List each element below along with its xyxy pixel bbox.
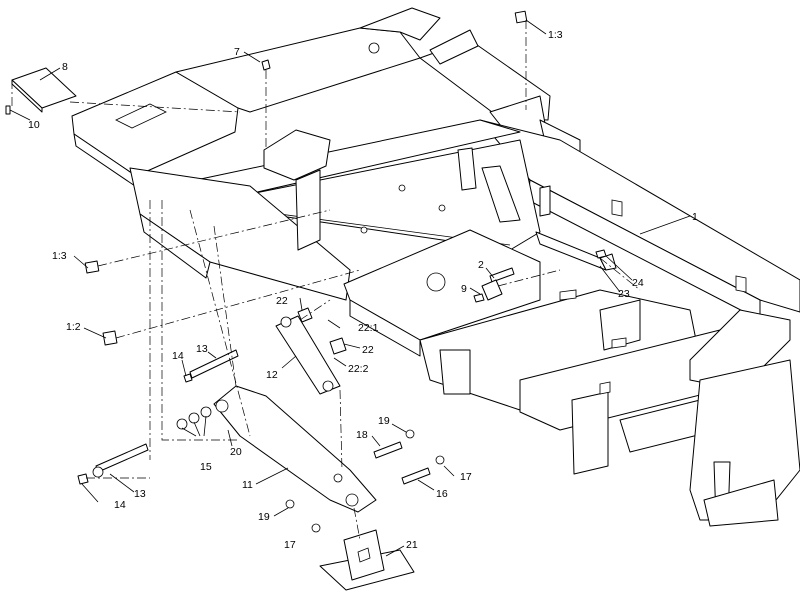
callout-20: 20 bbox=[230, 446, 242, 458]
decal-1-3-left bbox=[84, 260, 100, 274]
part-17-ring-lower bbox=[311, 523, 321, 533]
callout-14-lower: 14 bbox=[114, 499, 126, 511]
callout-15: 15 bbox=[200, 461, 212, 473]
callout-24: 24 bbox=[632, 277, 644, 289]
callout-23: 23 bbox=[618, 288, 630, 300]
callout-1: 1 bbox=[692, 211, 698, 223]
callout-10: 10 bbox=[28, 119, 40, 131]
part-19-ring-lower bbox=[285, 499, 295, 509]
callout-7: 7 bbox=[234, 46, 240, 58]
part-16-pin bbox=[401, 467, 431, 485]
decal-1-2-left bbox=[102, 330, 118, 346]
callout-22-1: 22:1 bbox=[358, 322, 379, 334]
callout-21: 21 bbox=[406, 539, 418, 551]
callout-16: 16 bbox=[436, 488, 448, 500]
callout-11: 11 bbox=[242, 479, 253, 491]
callout-14-upper: 14 bbox=[172, 350, 184, 362]
part-15-washers bbox=[176, 406, 212, 430]
callout-2: 2 bbox=[478, 259, 484, 271]
part-13-pin-lower bbox=[95, 443, 149, 473]
callout-1-3-top: 1:3 bbox=[548, 29, 563, 41]
callout-12: 12 bbox=[266, 369, 278, 381]
part-9-link bbox=[481, 279, 503, 301]
callout-22-2: 22:2 bbox=[348, 363, 369, 375]
callout-13-lower: 13 bbox=[134, 488, 146, 500]
part-24-bolt bbox=[595, 249, 607, 259]
part-19-ring-upper bbox=[405, 429, 415, 439]
callout-18: 18 bbox=[356, 429, 368, 441]
part-17-ring-upper bbox=[435, 455, 445, 465]
callout-19-upper: 19 bbox=[378, 415, 390, 427]
part-7-fastener bbox=[261, 59, 271, 71]
callout-22-lower: 22 bbox=[362, 344, 374, 356]
assembly-lines bbox=[11, 20, 641, 541]
part-14-bolt-lower bbox=[77, 473, 89, 485]
callout-8: 8 bbox=[62, 61, 68, 73]
main-frame bbox=[71, 7, 800, 527]
part-12-cylinder bbox=[275, 307, 347, 395]
part-23-guide bbox=[535, 231, 607, 271]
part-10-bolt bbox=[5, 105, 11, 115]
leader-lines bbox=[9, 19, 691, 557]
part-2-pin bbox=[489, 267, 515, 283]
callout-17-upper: 17 bbox=[460, 471, 472, 483]
part-14-bolt-upper bbox=[183, 373, 193, 383]
part-21-foot-plate bbox=[319, 529, 415, 591]
part-8-cover-plate bbox=[11, 67, 77, 113]
callout-13-upper: 13 bbox=[196, 343, 208, 355]
callout-19-lower: 19 bbox=[258, 511, 270, 523]
callout-9: 9 bbox=[461, 283, 467, 295]
part-13-pin-upper bbox=[189, 349, 239, 379]
part-18-pin bbox=[373, 441, 403, 459]
part-11-arm bbox=[213, 385, 377, 513]
callout-1-3-left: 1:3 bbox=[52, 250, 67, 262]
callout-1-2-left: 1:2 bbox=[66, 321, 81, 333]
callout-17-lower: 17 bbox=[284, 539, 296, 551]
decal-1-3-top bbox=[514, 10, 528, 24]
callout-22-upper: 22 bbox=[276, 295, 288, 307]
